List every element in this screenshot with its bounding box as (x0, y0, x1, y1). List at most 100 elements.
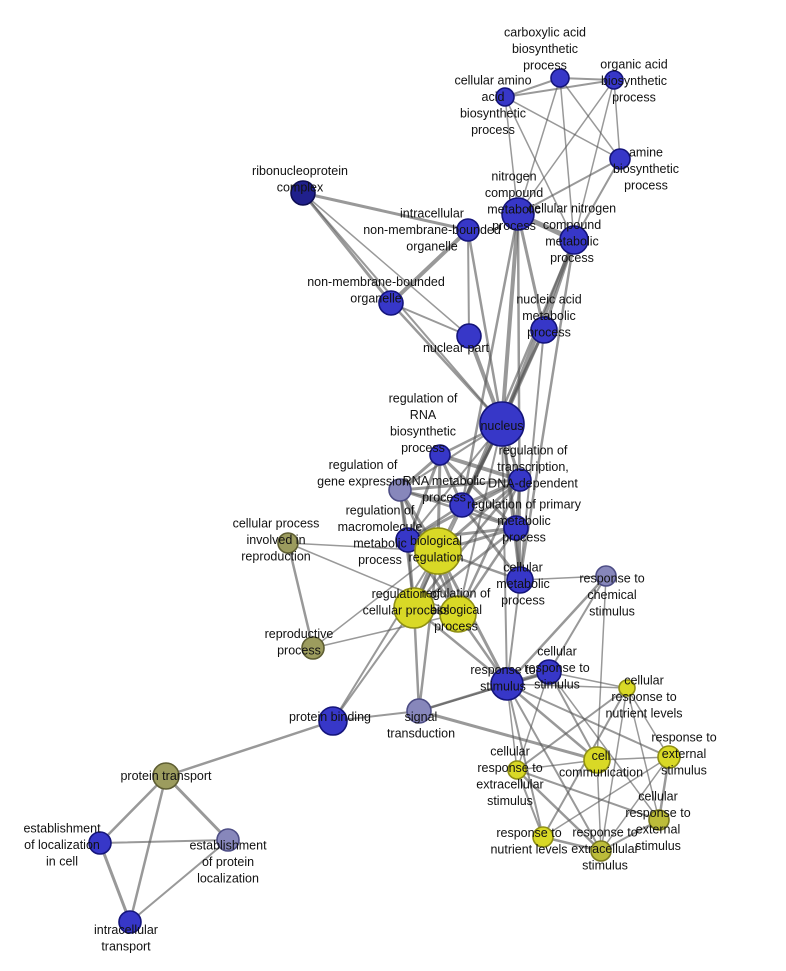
node-cellular_resp_extracellular_stimulus[interactable] (507, 760, 527, 780)
edge-resp_stimulus--resp_extracellular_stimulus (506, 683, 602, 852)
edge-cellular_resp_nutrient_levels--cellular_resp_external_stimulus (626, 687, 660, 821)
edge-organic_acid_biosynthetic--amine_biosynthetic (613, 79, 621, 160)
node-protein_binding[interactable] (318, 706, 348, 736)
edge-ribonucleoprotein_complex--nuclear_part (302, 192, 470, 337)
edge-organic_acid_biosynthetic--nitrogen_compound_metabolic (517, 79, 615, 215)
node-cellular_amino_acid_biosynthetic[interactable] (495, 87, 515, 107)
node-reg_primary_metabolic[interactable] (503, 515, 529, 541)
node-amine_biosynthetic[interactable] (609, 148, 631, 170)
edge-organic_acid_biosynthetic--cellular_amino_acid_biosynthetic (504, 79, 615, 98)
edge-nucleus--resp_stimulus (501, 423, 508, 685)
edge-reg_biological_process--reproductive_process (312, 613, 459, 649)
edge-rna_metabolic--cellular_metabolic (460, 503, 522, 582)
edge-cellular_amino_acid_biosynthetic--nitrogen_compound_metabolic (504, 96, 519, 215)
node-protein_transport[interactable] (152, 762, 180, 790)
node-nitrogen_compound_metabolic[interactable] (501, 197, 535, 231)
node-reg_rna_biosynthetic[interactable] (429, 444, 451, 466)
node-nuclear_part[interactable] (456, 323, 482, 349)
node-reg_transcription_dna[interactable] (508, 468, 532, 492)
node-carboxylic_acid_biosynthetic[interactable] (550, 68, 570, 88)
edge-ribonucleoprotein_complex--intracellular_nmb_organelle (301, 191, 470, 232)
edge-biological_regulation--signal_transduction (417, 549, 440, 713)
edge-cellular_resp_external_stimulus--resp_extracellular_stimulus (600, 819, 660, 852)
edge-nmb_organelle--nuclear_part (390, 302, 470, 337)
node-nmb_organelle[interactable] (378, 290, 404, 316)
node-reg_cellular_process[interactable] (393, 587, 435, 629)
node-reg_biological_process[interactable] (439, 595, 477, 633)
edge-protein_transport--establishment_protein_localization (164, 774, 230, 842)
node-cellular_metabolic[interactable] (506, 566, 534, 594)
node-nucleus[interactable] (479, 401, 525, 447)
edge-nitrogen_compound_metabolic--rna_metabolic (460, 212, 520, 507)
node-resp_nutrient_levels[interactable] (532, 826, 554, 848)
edge-intracellular_nmb_organelle--nucleus (466, 228, 504, 426)
node-intracellular_transport[interactable] (118, 910, 142, 934)
node-signal_transduction[interactable] (406, 698, 432, 724)
edges-layer (98, 77, 671, 924)
node-cellular_nitrogen_compound_metabolic[interactable] (559, 225, 589, 255)
node-organic_acid_biosynthetic[interactable] (604, 70, 624, 90)
edge-cellular_resp_extracellular_stimulus--resp_nutrient_levels (516, 769, 544, 838)
edge-cellular_amino_acid_biosynthetic--amine_biosynthetic (504, 96, 621, 160)
label-nucleus: nucleus (480, 419, 523, 433)
edge-reg_cellular_process--protein_binding (332, 607, 415, 722)
node-rna_metabolic[interactable] (449, 492, 475, 518)
node-resp_chemical_stimulus[interactable] (595, 565, 617, 587)
edge-biological_regulation--reproductive_process (312, 550, 439, 649)
node-ribonucleoprotein_complex[interactable] (290, 180, 316, 206)
node-resp_stimulus[interactable] (490, 667, 524, 701)
edge-intracellular_nmb_organelle--nmb_organelle (389, 228, 470, 305)
edge-biological_regulation--protein_binding (332, 550, 439, 722)
edge-cellular_metabolic--resp_chemical_stimulus (519, 575, 607, 581)
edge-cellular_nitrogen_compound_metabolic--cellular_metabolic (518, 238, 576, 582)
node-cellular_resp_nutrient_levels[interactable] (618, 679, 636, 697)
edge-resp_stimulus--cellular_resp_nutrient_levels (506, 683, 628, 689)
node-biological_regulation[interactable] (414, 527, 462, 575)
edge-amine_biosynthetic--nitrogen_compound_metabolic (517, 158, 621, 215)
edge-cellular_resp_stimulus--cellular_resp_extracellular_stimulus (516, 671, 550, 771)
edge-cellular_nitrogen_compound_metabolic--rna_metabolic (460, 238, 576, 507)
edge-resp_stimulus--resp_external_stimulus (506, 683, 670, 758)
node-reg_gene_expression[interactable] (388, 478, 412, 502)
edge-carboxylic_acid_biosynthetic--nitrogen_compound_metabolic (517, 77, 561, 215)
node-establishment_protein_localization[interactable] (216, 828, 240, 852)
node-reproductive_process[interactable] (301, 636, 325, 660)
edge-protein_transport--intracellular_transport (128, 774, 168, 924)
edge-protein_transport--establishment_localization_in_cell (98, 774, 168, 845)
edge-cellular_resp_nutrient_levels--resp_extracellular_stimulus (600, 687, 628, 852)
node-cellular_resp_external_stimulus[interactable] (648, 809, 670, 831)
node-resp_external_stimulus[interactable] (657, 745, 681, 769)
node-cell_process_reproduction[interactable] (277, 532, 299, 554)
node-establishment_localization_in_cell[interactable] (88, 831, 112, 855)
edge-resp_external_stimulus--resp_nutrient_levels (542, 756, 670, 838)
node-intracellular_nmb_organelle[interactable] (456, 218, 480, 242)
edge-carboxylic_acid_biosynthetic--amine_biosynthetic (559, 77, 621, 160)
label-nuclear_part: nuclear part (423, 341, 490, 355)
node-cellular_resp_stimulus[interactable] (536, 659, 562, 685)
node-resp_extracellular_stimulus[interactable] (590, 840, 612, 862)
nodes-layer (88, 68, 681, 934)
edge-cellular_resp_extracellular_stimulus--resp_extracellular_stimulus (515, 768, 603, 853)
node-nucleic_acid_metabolic[interactable] (530, 316, 558, 344)
node-cell_communication[interactable] (583, 746, 611, 774)
edge-reg_primary_metabolic--reg_cellular_process (412, 526, 518, 610)
